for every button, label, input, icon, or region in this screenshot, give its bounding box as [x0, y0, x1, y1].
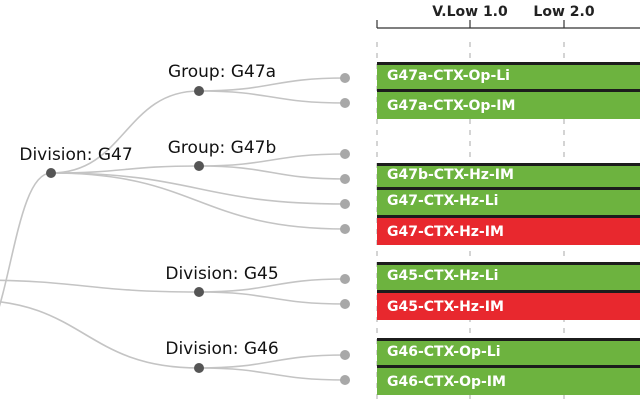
link-g45-leaf-hz-im: [198, 291, 346, 305]
link-root-g45: [0, 279, 200, 293]
division-g47-label[interactable]: Division: G47: [19, 145, 133, 165]
link-g47-leaf-hz-im: [50, 172, 346, 230]
bar-g45-ctx-hz-im[interactable]: G45-CTX-Hz-IM: [377, 290, 640, 320]
link-g47b-leaf-1: [198, 153, 346, 167]
leaf-node-3[interactable]: [340, 174, 350, 184]
bar-g47-ctx-hz-im[interactable]: G47-CTX-Hz-IM: [377, 215, 640, 245]
leaf-node-4[interactable]: [340, 199, 350, 209]
node-division-g45[interactable]: [194, 287, 204, 297]
link-root-g46: [0, 301, 200, 369]
leaf-node-6[interactable]: [340, 274, 350, 284]
link-g45-leaf-hz-li: [198, 278, 346, 293]
bar-g46-ctx-op-li[interactable]: G46-CTX-Op-Li: [377, 338, 640, 368]
bar-g47a-ctx-op-li[interactable]: G47a-CTX-Op-Li: [377, 62, 640, 92]
node-division-g47[interactable]: [46, 168, 56, 178]
tree-links: [0, 77, 346, 381]
bar-g47-ctx-hz-li[interactable]: G47-CTX-Hz-Li: [377, 187, 640, 217]
link-g46-leaf-op-li: [198, 354, 346, 369]
link-g47-leaf-hz-li: [50, 172, 346, 205]
link-g47a-leaf-op-li: [198, 77, 346, 92]
division-g45-label[interactable]: Division: G45: [165, 264, 279, 284]
node-group-g47b[interactable]: [194, 161, 204, 171]
group-g47a-label[interactable]: Group: G47a: [167, 62, 277, 82]
link-g47b-leaf-2: [198, 165, 346, 180]
leaf-node-8[interactable]: [340, 350, 350, 360]
leaf-node-5[interactable]: [340, 224, 350, 234]
bar-g45-ctx-hz-li[interactable]: G45-CTX-Hz-Li: [377, 262, 640, 292]
tree-nodes: [46, 73, 350, 385]
axis-tick-label-vlow: V.Low 1.0: [432, 4, 508, 20]
bar-g47a-ctx-op-im[interactable]: G47a-CTX-Op-IM: [377, 89, 640, 119]
node-group-g47a[interactable]: [194, 86, 204, 96]
division-g46-label[interactable]: Division: G46: [165, 339, 279, 359]
node-division-g46[interactable]: [194, 363, 204, 373]
leaf-node-0[interactable]: [340, 73, 350, 83]
bar-g47b-ctx-hz-im[interactable]: G47b-CTX-Hz-IM: [377, 163, 640, 187]
axis-tick-label-low: Low 2.0: [533, 4, 595, 20]
link-g47a-leaf-op-im: [198, 90, 346, 104]
link-g47-g47a: [50, 90, 200, 174]
leaf-node-7[interactable]: [340, 299, 350, 309]
leaf-node-1[interactable]: [340, 98, 350, 108]
group-g47b-label[interactable]: Group: G47b: [167, 138, 277, 158]
bar-g46-ctx-op-im[interactable]: G46-CTX-Op-IM: [377, 365, 640, 395]
link-root-g47: [0, 172, 52, 307]
leaf-node-9[interactable]: [340, 375, 350, 385]
leaf-node-2[interactable]: [340, 149, 350, 159]
link-g46-leaf-op-im: [198, 367, 346, 381]
